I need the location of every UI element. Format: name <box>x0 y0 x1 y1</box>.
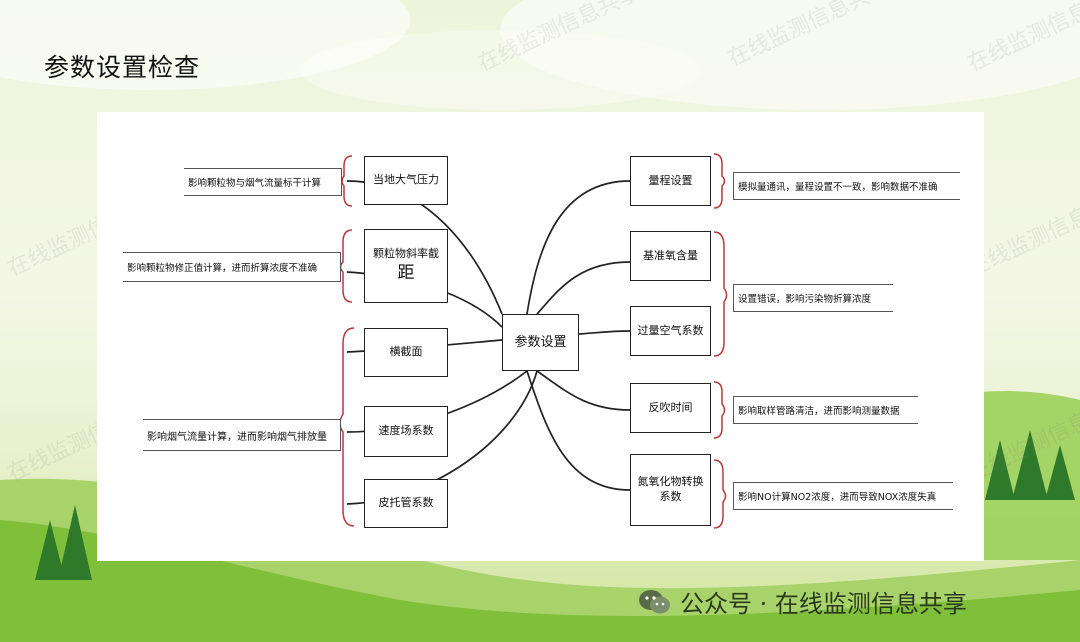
node-blowback-time: 反吹时间 <box>630 383 711 433</box>
footer-credit: 公众号 · 在线监测信息共享 <box>638 584 967 619</box>
bracket-left-2 <box>339 229 353 303</box>
center-node: 参数设置 <box>502 314 579 371</box>
bracket-right-3 <box>713 381 726 439</box>
note-right-3: 影响取样管路清洁，进而影响测量数据 <box>733 396 918 424</box>
node-line: 颗粒物斜率截 <box>373 247 439 261</box>
connector-blow <box>536 370 631 411</box>
bracket-right-1 <box>713 153 726 209</box>
node-reference-oxygen: 基准氧含量 <box>630 231 711 281</box>
wechat-icon <box>639 589 670 613</box>
node-line: 系数 <box>659 490 682 503</box>
connector-air <box>578 330 631 335</box>
connector-o2 <box>536 261 631 315</box>
footer-text: 公众号 · 在线监测信息共享 <box>680 590 967 618</box>
bracket-right-4 <box>713 459 727 529</box>
note-right-2: 设置错误，影响污染物折算浓度 <box>733 284 893 312</box>
node-line: 氮氧化物转换 <box>637 475 704 489</box>
connector-range <box>526 180 631 315</box>
connector-nox <box>526 370 631 491</box>
bracket-left-1 <box>341 155 353 207</box>
node-velocity-coefficient: 速度场系数 <box>364 406 448 457</box>
node-particle-slope-intercept: 颗粒物斜率截 距 <box>364 229 448 303</box>
node-pitot-coefficient: 皮托管系数 <box>364 479 448 528</box>
bracket-left-3 <box>339 327 355 527</box>
node-nox-conversion: 氮氧化物转换 系数 <box>630 454 711 526</box>
node-excess-air: 过量空气系数 <box>630 306 711 356</box>
note-left-3: 影响烟气流量计算，进而影响烟气排放量 <box>143 419 341 451</box>
diagram-panel: 参数设置 当地大气压力 颗粒物斜率截 距 横截面 速度场系数 皮托管系数 量程设… <box>97 112 984 561</box>
node-atmospheric-pressure: 当地大气压力 <box>364 156 448 205</box>
node-line: 距 <box>397 262 415 283</box>
node-cross-section: 横截面 <box>364 328 448 377</box>
note-left-1: 影响颗粒物与烟气流量标干计算 <box>184 168 342 196</box>
page-title: 参数设置检查 <box>44 53 201 82</box>
note-right-1: 模拟量通讯，量程设置不一致，影响数据不准确 <box>733 172 960 200</box>
note-right-4: 影响NO计算NO2浓度，进而导致NOX浓度失真 <box>733 482 953 510</box>
bracket-right-2 <box>713 231 728 357</box>
note-left-2: 影响颗粒物修正值计算，进而折算浓度不准确 <box>123 252 341 282</box>
node-range-setting: 量程设置 <box>630 156 711 206</box>
